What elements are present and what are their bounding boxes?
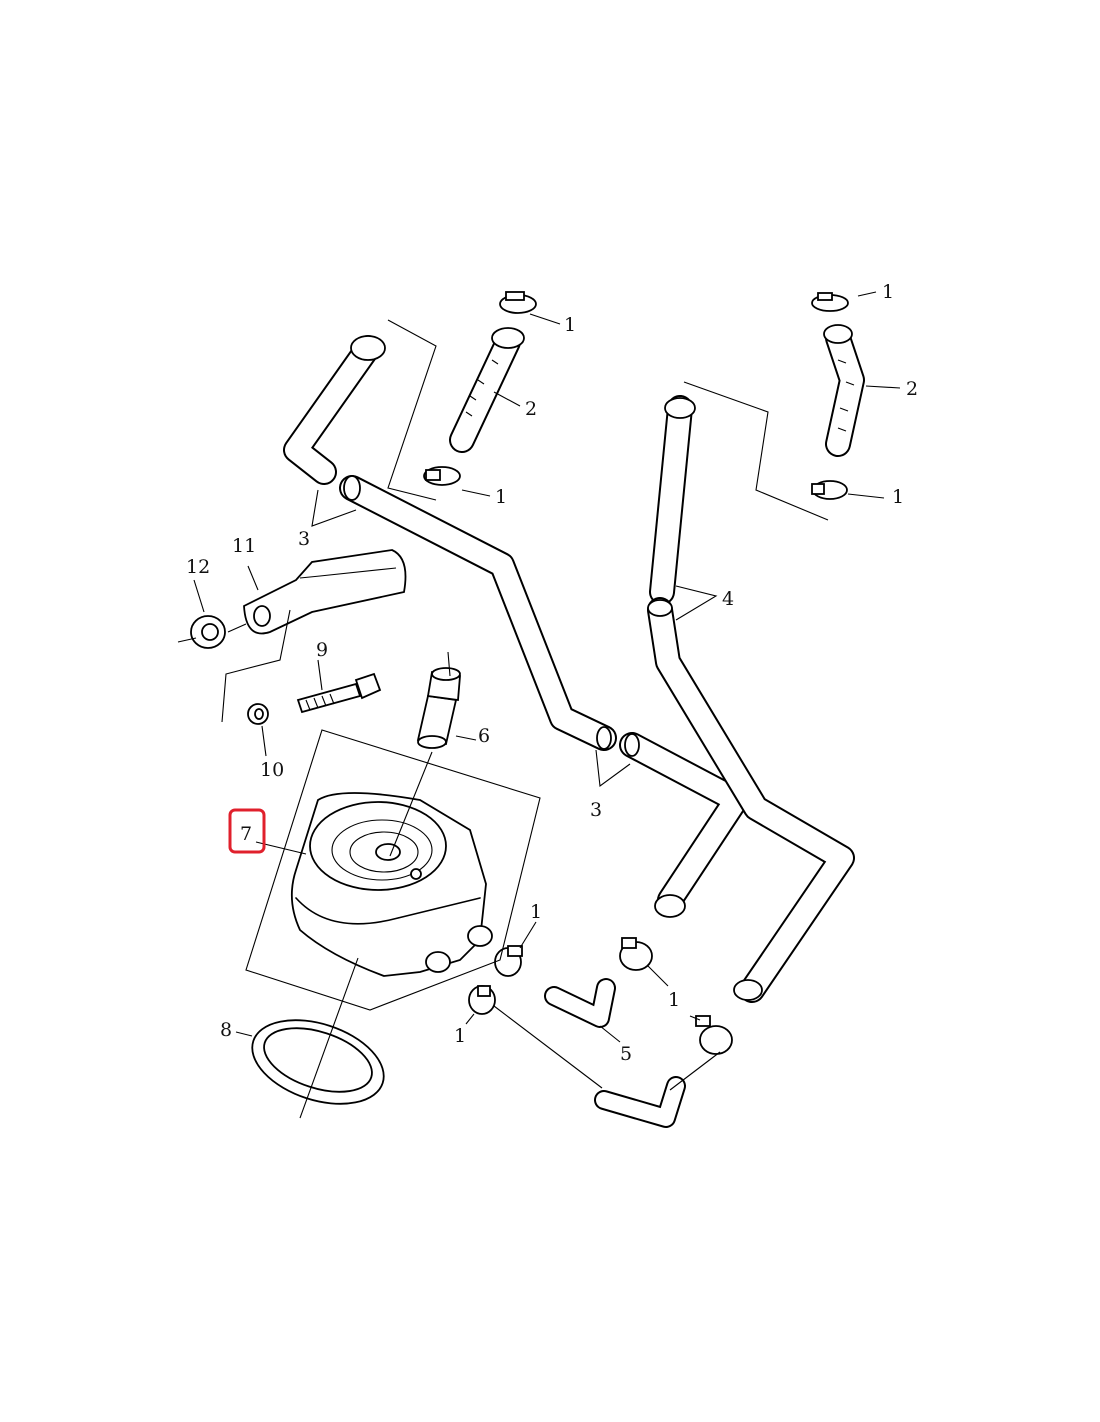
clamp-lower-b	[468, 985, 496, 1015]
callout-grommet: 12	[186, 556, 210, 578]
adapter-6	[416, 667, 461, 749]
callout-seal: 8	[220, 1019, 232, 1041]
elbow-hose-5-lower	[594, 1076, 686, 1128]
callout-clamp-e: 1	[530, 901, 542, 923]
grommet-12	[190, 615, 226, 649]
pipe-3-upper	[283, 335, 617, 751]
clamp-lower-c	[619, 937, 653, 971]
bracket-11	[243, 549, 407, 635]
callout-pipe-a: 3	[298, 528, 310, 550]
callout-pipe-c: 4	[722, 588, 734, 610]
callout-hose-a: 2	[525, 398, 537, 420]
callout-elbow-a: 5	[620, 1043, 632, 1065]
hose-2-left	[449, 327, 525, 453]
callout-bolt: 9	[316, 639, 328, 661]
seal-8	[251, 1019, 385, 1105]
callout-bracket: 11	[232, 535, 256, 557]
callout-pipe-b: 3	[590, 799, 602, 821]
oil-cooler-7	[290, 792, 493, 977]
callout-labels: 1 1 1 1 1 1 1 2 2 3 3 4 5 6 7 8 9 10 11 …	[186, 281, 918, 1065]
bolt-9	[296, 672, 382, 714]
clamp-top-left	[499, 291, 537, 314]
callout-clamp-d: 1	[892, 486, 904, 508]
callout-cooler: 7	[240, 823, 252, 845]
hose-2-right	[823, 324, 865, 457]
highlight-box	[228, 808, 266, 854]
callout-clamp-c: 1	[882, 281, 894, 303]
callout-hose-b: 2	[906, 378, 918, 400]
clamp-lower-d	[695, 1015, 733, 1055]
callout-clamp-b: 1	[495, 486, 507, 508]
leader-lines	[177, 291, 901, 1119]
clamp-lower-a	[494, 945, 523, 977]
callout-clamp-a: 1	[564, 314, 576, 336]
callout-clamp-f: 1	[454, 1025, 466, 1047]
callout-washer: 10	[260, 759, 284, 781]
clamp-mid-right	[811, 480, 848, 500]
washer-10	[247, 703, 269, 725]
callout-adapter: 6	[478, 725, 490, 747]
pipe-4	[647, 395, 855, 1003]
callout-clamp-g: 1	[668, 989, 680, 1011]
clamp-mid-left	[423, 466, 461, 486]
clamp-top-right	[811, 292, 849, 312]
elbow-hose-5-upper	[544, 978, 616, 1028]
